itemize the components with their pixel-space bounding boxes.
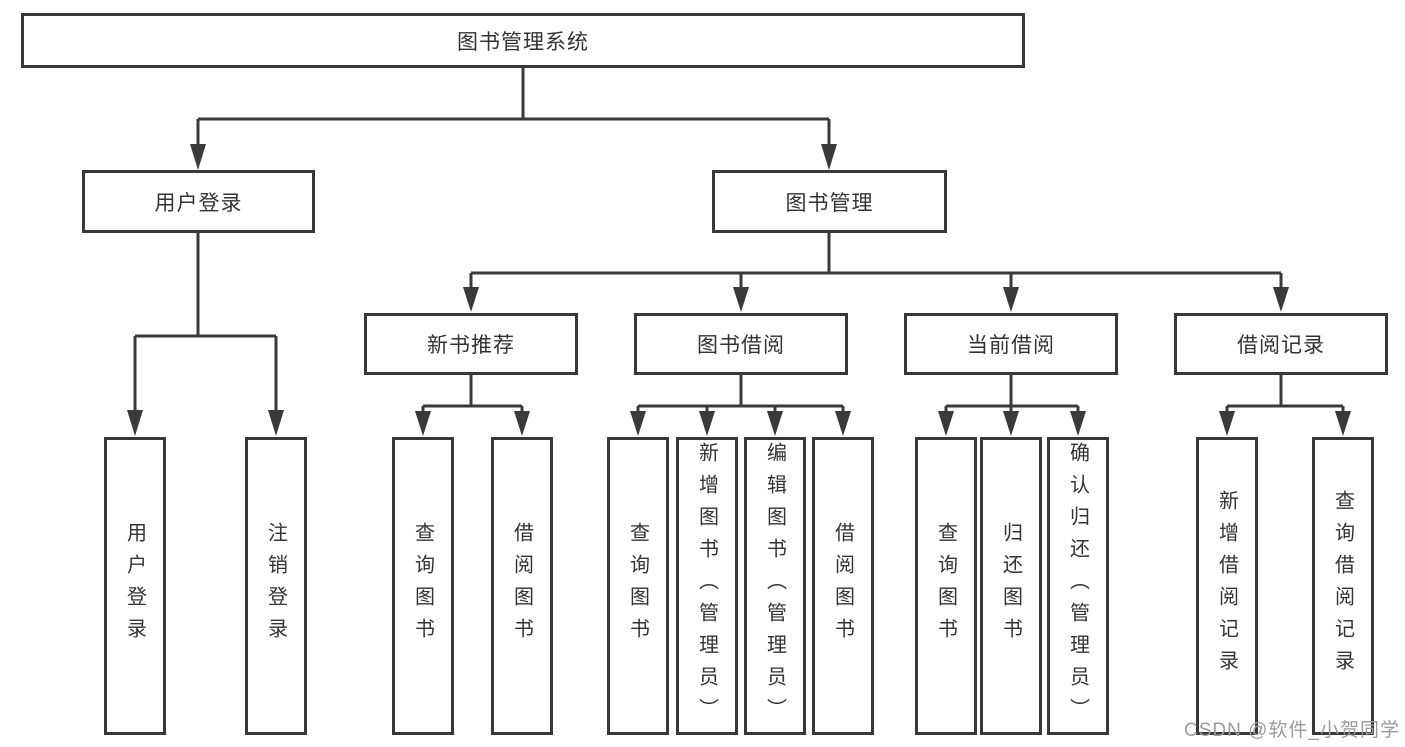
leaf-borrowing-query-books: 查询图书 <box>607 437 669 735</box>
leaf-current-query-books: 查询图书 <box>915 437 977 735</box>
edge-borrow-records-to-leaves <box>1219 375 1351 436</box>
edge-new-books-to-leaves <box>415 375 530 436</box>
watermark: CSDN @软件_小贺同学 <box>1184 720 1400 741</box>
node-new-book-recommend: 新书推荐 <box>364 313 578 375</box>
node-book-management: 图书管理 <box>712 170 947 233</box>
node-user-login: 用户登录 <box>82 170 315 233</box>
edge-current-borrow-to-leaves <box>938 375 1086 436</box>
edge-book-borrow-to-leaves <box>630 375 851 436</box>
leaf-borrowing-borrow-books: 借阅图书 <box>812 437 874 735</box>
leaf-current-confirm-return-admin: 确认归还（管理员） <box>1047 437 1109 735</box>
leaf-newbooks-query-books: 查询图书 <box>392 437 454 735</box>
leaf-borrowing-add-books-admin: 新增图书（管理员） <box>676 437 738 735</box>
node-book-borrowing: 图书借阅 <box>634 313 848 375</box>
leaf-records-add-record: 新增借阅记录 <box>1196 437 1258 735</box>
node-borrow-records: 借阅记录 <box>1174 313 1388 375</box>
node-current-borrowing: 当前借阅 <box>904 313 1118 375</box>
leaf-newbooks-borrow-books: 借阅图书 <box>491 437 553 735</box>
edge-book-mgmt-to-level3 <box>463 233 1289 312</box>
edge-root-to-level2 <box>190 68 837 170</box>
leaf-current-return-books: 归还图书 <box>980 437 1042 735</box>
leaf-borrowing-edit-books-admin: 编辑图书（管理员） <box>744 437 806 735</box>
leaf-records-query-record: 查询借阅记录 <box>1312 437 1374 735</box>
leaf-logout: 注销登录 <box>245 437 307 735</box>
node-root-system: 图书管理系统 <box>21 13 1025 68</box>
edge-user-login-to-leaves <box>127 233 284 436</box>
leaf-user-login: 用户登录 <box>104 437 166 735</box>
